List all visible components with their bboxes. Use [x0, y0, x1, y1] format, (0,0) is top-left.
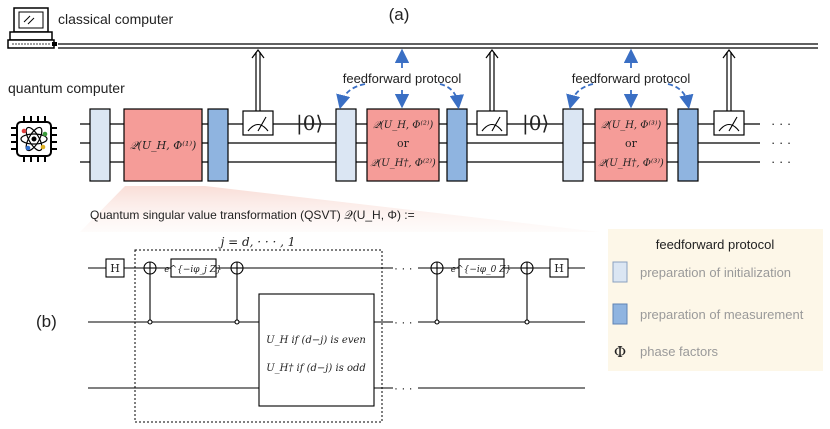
- b-ellipsis-bottom: · · ·: [394, 381, 413, 395]
- hadamard-gate-left: [105, 258, 125, 278]
- part-b-label: (b): [36, 312, 57, 331]
- qsvt-gate-1: [123, 108, 203, 182]
- meas-prep-box-1: [207, 108, 229, 182]
- legend-init-label: preparation of initialization: [640, 265, 791, 280]
- ket-zero-1: |0⟩: [296, 111, 323, 136]
- legend-init-swatch: [612, 261, 628, 283]
- quantum-computer-label: quantum computer: [8, 80, 125, 96]
- hadamard-left-label: H: [110, 262, 120, 275]
- hadamard-right-label: H: [554, 262, 564, 275]
- classical-link-2: [485, 49, 499, 111]
- ellipsis-top: · · ·: [771, 116, 791, 131]
- classical-link-1: [251, 49, 265, 111]
- cnot-2: [230, 261, 244, 325]
- qsvt-gate-2-bottom: 𝒬(U_H†, Φ⁽²⁾): [370, 158, 436, 169]
- qsvt-gate-2-or: or: [397, 137, 410, 150]
- controlled-uh-line1: U_H if (d−j) is even: [266, 335, 366, 346]
- zoom-fan: [80, 186, 600, 232]
- classical-bus: [58, 43, 818, 49]
- meas-prep-box-2: [446, 108, 468, 182]
- feedforward-arrows-1: [336, 48, 465, 110]
- loop-label: j = d, · · · , 1: [218, 235, 296, 249]
- ellipsis-mid: · · ·: [771, 135, 791, 150]
- b-ellipsis-top: · · ·: [394, 261, 413, 275]
- init-prep-box-3: [562, 108, 584, 182]
- qsvt-gate-3: [594, 108, 668, 182]
- ket-zero-2: |0⟩: [522, 111, 549, 136]
- phase-gate-0: [458, 258, 505, 278]
- phase-gate-0-label: e^{−iφ_0 Z}: [451, 265, 511, 275]
- qsvt-gate-3-bottom: 𝒬(U_H†, Φ⁽³⁾): [598, 158, 664, 169]
- hadamard-gate-right: [549, 258, 569, 278]
- loop-box: [134, 249, 383, 423]
- phase-gate-j-label: e^{−iφ_j Z}: [164, 265, 221, 275]
- measurement-meter-1: [242, 110, 274, 136]
- ellipsis-bottom: · · ·: [771, 154, 791, 169]
- cnot-1: [143, 261, 157, 325]
- feedforward-label-1: feedforward protocol: [343, 71, 462, 86]
- classical-computer-label: classical computer: [58, 11, 173, 27]
- cnot-3: [430, 261, 444, 325]
- controlled-uh-line2: U_H† if (d−j) is odd: [266, 363, 366, 374]
- part-a-label: (a): [389, 5, 410, 24]
- phase-gate-j: [170, 258, 217, 278]
- qsvt-gate-1-label: 𝒬(U_H, Φ⁽¹⁾): [130, 139, 197, 152]
- legend-title: feedforward protocol: [656, 237, 775, 252]
- quantum-chip-icon: [11, 116, 57, 162]
- controlled-uh-gate: [258, 293, 375, 407]
- feedforward-label-2: feedforward protocol: [572, 71, 691, 86]
- feedforward-arrows-2: [566, 48, 694, 110]
- legend-phase-symbol: Φ: [614, 343, 626, 361]
- legend-meas-swatch: [612, 303, 628, 325]
- b-ellipsis-mid: · · ·: [394, 315, 413, 329]
- classical-computer-icon: [7, 7, 57, 49]
- init-prep-box-1: [89, 108, 111, 182]
- init-prep-box-2: [335, 108, 357, 182]
- legend-meas-label: preparation of measurement: [640, 307, 804, 322]
- qsvt-gate-2-top: 𝒬(U_H, Φ⁽²⁾): [373, 120, 434, 131]
- qsvt-title: Quantum singular value transformation (Q…: [90, 208, 415, 222]
- qsvt-gate-3-top: 𝒬(U_H, Φ⁽³⁾): [601, 120, 662, 131]
- measurement-meter-2: [476, 110, 508, 136]
- measurement-meter-3: [713, 110, 745, 136]
- qsvt-gate-3-or: or: [625, 137, 638, 150]
- cnot-4: [520, 261, 534, 325]
- qsvt-gate-2: [366, 108, 440, 182]
- meas-prep-box-3: [677, 108, 699, 182]
- legend-panel: [608, 229, 823, 371]
- legend-phase-label: phase factors: [640, 344, 719, 359]
- classical-link-3: [722, 49, 736, 111]
